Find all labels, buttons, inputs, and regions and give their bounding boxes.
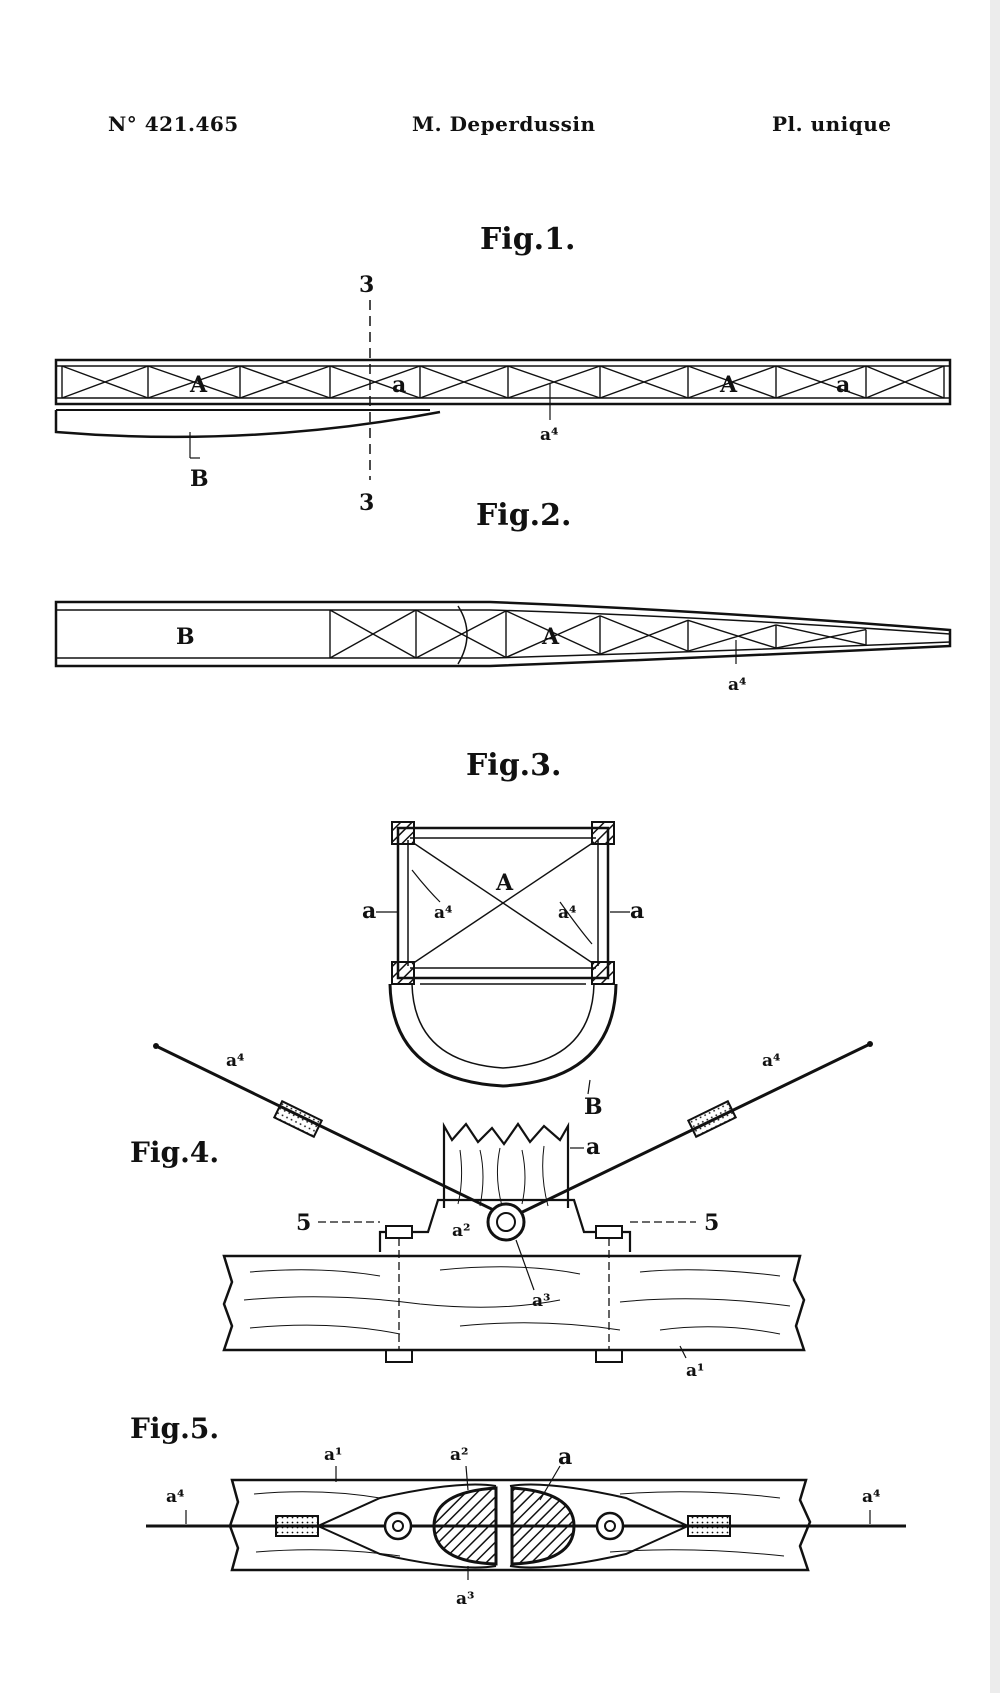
fig2-diagonal	[600, 620, 688, 654]
fig4-label-a1: a¹	[686, 1361, 704, 1381]
fig1-section-top: 3	[359, 272, 374, 298]
fig2-diagonal	[688, 620, 776, 648]
fig3-label-a4-left: a⁴	[434, 903, 452, 923]
fig5-label-a1: a¹	[324, 1445, 342, 1465]
fig1-drawing: 3 3 A A a a a⁴ B	[56, 272, 950, 516]
fig1-label-A2: A	[719, 372, 738, 398]
fig1-label-a2: a	[836, 372, 850, 398]
fig4-label-a4-left: a⁴	[226, 1051, 244, 1071]
fig3-label-a-left: a	[362, 898, 376, 924]
fig5-label-a3: a³	[456, 1589, 474, 1609]
fig2-label-B: B	[176, 624, 195, 650]
fig3-drawing: A a a a⁴ a⁴ B	[362, 822, 644, 1120]
fig2-diagonal	[688, 625, 776, 651]
fig2-label-a4: a⁴	[728, 675, 746, 695]
fig4-label-5-right: 5	[704, 1210, 719, 1236]
fig4-label-a2: a²	[452, 1221, 470, 1241]
fig4-label-a: a	[586, 1134, 600, 1160]
scrollbar-track[interactable]	[990, 0, 1000, 1693]
fig3-label-A: A	[495, 870, 514, 896]
fig3-label-a4-right: a⁴	[558, 903, 576, 923]
fig1-section-bottom: 3	[359, 490, 374, 516]
fig5-label-a: a	[558, 1444, 572, 1470]
fig4-label-5-left: 5	[296, 1210, 311, 1236]
fig3-label-B: B	[584, 1094, 603, 1120]
fig5-label-a4-left: a⁴	[166, 1487, 184, 1507]
fig1-label-a1: a	[392, 372, 406, 398]
fig2-diagonal	[600, 616, 688, 651]
fig4-label-a4-right: a⁴	[762, 1051, 780, 1071]
fig5-label-a2: a²	[450, 1445, 468, 1465]
fig2-label-A: A	[541, 624, 560, 650]
fig1-label-B: B	[190, 466, 209, 492]
fig5-label-a4-right: a⁴	[862, 1487, 880, 1507]
fig4-drawing: a⁴ a⁴ a a² a³ a¹ 5 5	[153, 1041, 873, 1381]
fig1-label-A1: A	[189, 372, 208, 398]
fig1-label-a4: a⁴	[540, 425, 558, 445]
fig5-drawing: a⁴ a¹ a² a a⁴ a³	[146, 1444, 906, 1609]
fig4-label-a3: a³	[532, 1291, 550, 1311]
fig2-drawing: B A a⁴	[56, 602, 950, 695]
fig3-label-a-right: a	[630, 898, 644, 924]
